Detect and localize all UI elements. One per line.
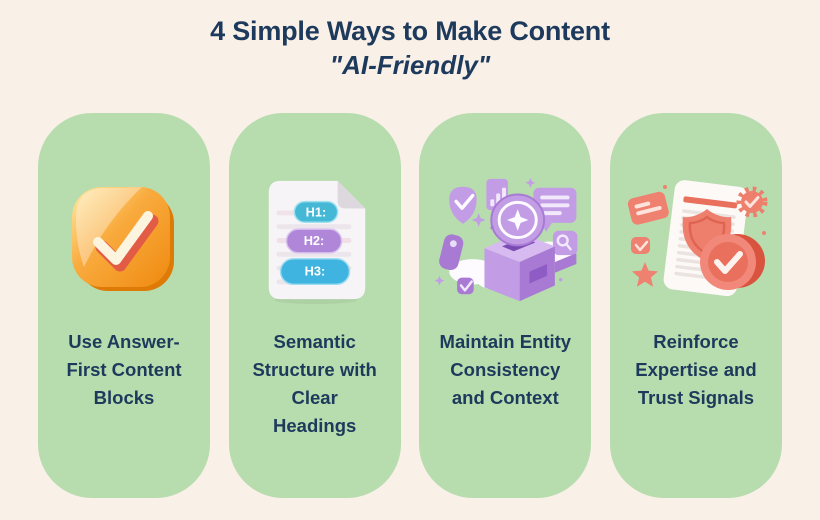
- card-entity-consistency: Maintain Entity Consistency and Context: [419, 112, 592, 498]
- h1-pill: [293, 200, 339, 223]
- card-label-entity-consistency: Maintain Entity Consistency and Context: [439, 330, 572, 408]
- h2-pill: [285, 228, 342, 254]
- check-mark-icon: [72, 186, 174, 291]
- card-label-trust-signals: Reinforce Expertise and Trust Signals: [635, 330, 757, 408]
- document-headings-icon: H1: H2: H3:: [268, 180, 365, 304]
- card-trust-signals: Reinforce Expertise and Trust Signals: [609, 112, 782, 498]
- cards-row: Use Answer- First Content Blocks H1:: [0, 112, 820, 498]
- h2-pill-label: H2:: [303, 233, 324, 248]
- card-label-answer-first: Use Answer- First Content Blocks: [66, 330, 182, 408]
- h3-pill: [279, 257, 350, 285]
- trust-badge-icon: [627, 179, 768, 296]
- card-semantic-structure: H1: H2: H3: Semantic Structure with Clea…: [228, 112, 401, 498]
- page-title-line-2: "AI-Friendly": [329, 50, 491, 81]
- trust-badge-icon: [621, 174, 771, 306]
- h1-pill-label: H1:: [305, 204, 326, 219]
- entity-box-icon: [434, 177, 578, 301]
- card-label-semantic-structure: Semantic Structure with Clear Headings: [252, 330, 377, 436]
- check-mark-icon: [68, 174, 180, 306]
- h3-pill-label: H3:: [304, 263, 325, 278]
- page-title-line-1: 4 Simple Ways to Make Content: [210, 16, 610, 46]
- entity-box-icon: [430, 174, 580, 306]
- document-headings-icon: H1: H2: H3:: [256, 174, 374, 306]
- infographic: 4 Simple Ways to Make Content "AI-Friend…: [0, 0, 820, 498]
- card-answer-first: Use Answer- First Content Blocks: [38, 112, 210, 498]
- header: 4 Simple Ways to Make Content "AI-Friend…: [0, 0, 820, 82]
